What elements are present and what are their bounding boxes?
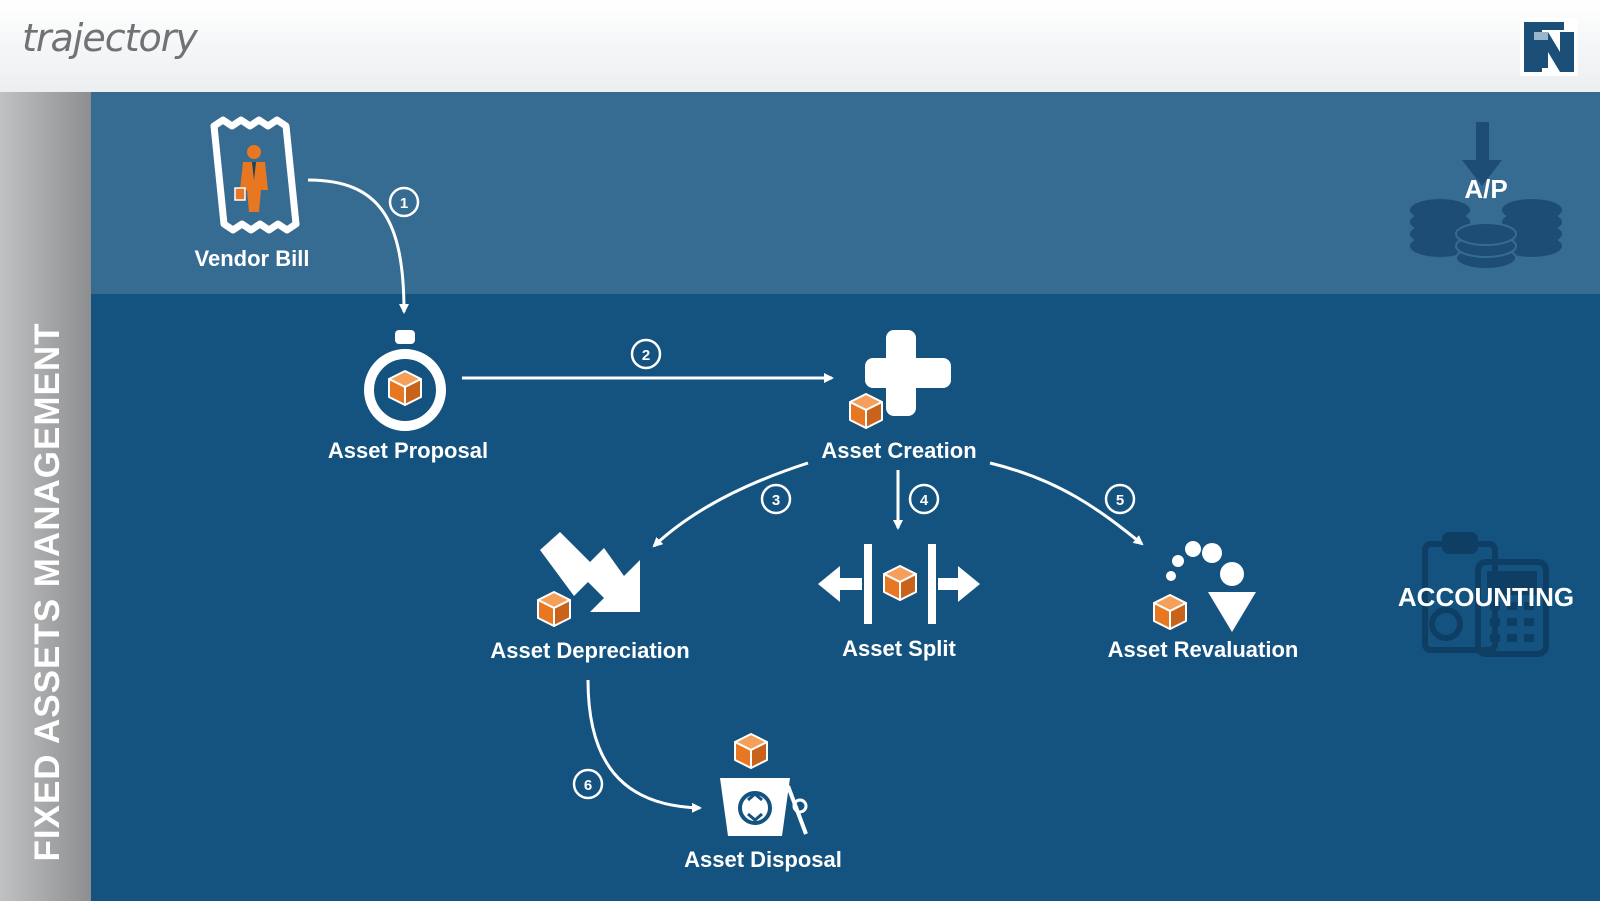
section-label-accounting: ACCOUNTING <box>1397 582 1575 612</box>
box-icon <box>883 565 917 601</box>
node-label-asset-proposal: Asset Proposal <box>327 438 489 463</box>
plus-icon <box>865 330 951 416</box>
connector-5 <box>989 461 1144 546</box>
clipboard-calculator-icon <box>1422 532 1549 657</box>
step-number-2: 2 <box>642 347 650 364</box>
depreciation-arrow-icon <box>540 532 640 612</box>
node-label-asset-creation: Asset Creation <box>821 438 977 463</box>
coins-stack-icon <box>1410 122 1562 270</box>
step-number-6: 6 <box>584 777 592 794</box>
accounting-section-band <box>91 294 1600 901</box>
ap-section-band <box>91 92 1600 294</box>
sidebar: FIXED ASSETS MANAGEMENT <box>0 92 91 901</box>
connector-3 <box>652 461 809 548</box>
box-icon <box>849 393 883 429</box>
step-number-4: 4 <box>920 492 929 509</box>
netsuite-logo-icon <box>1520 18 1578 76</box>
proposal-stopwatch-icon <box>364 330 446 431</box>
recycle-bin-icon <box>720 778 808 836</box>
box-icon <box>1153 594 1187 630</box>
header-bar: trajectory <box>0 0 1600 92</box>
box-icon <box>537 591 571 627</box>
node-label-asset-revaluation: Asset Revaluation <box>1107 637 1299 662</box>
vendor-bill-icon <box>210 116 300 234</box>
trajectory-logo: trajectory <box>22 16 198 60</box>
revaluation-dots-icon <box>1166 541 1256 632</box>
section-label-ap: A/P <box>1464 174 1508 204</box>
node-label-asset-disposal: Asset Disposal <box>684 847 842 872</box>
step-number-1: 1 <box>400 195 408 212</box>
box-icon <box>734 733 768 769</box>
connector-1 <box>307 178 409 314</box>
step-number-3: 3 <box>772 492 780 509</box>
step-number-5: 5 <box>1116 492 1124 509</box>
node-label-asset-depreciation: Asset Depreciation <box>490 638 690 663</box>
node-label-vendor-bill: Vendor Bill <box>194 246 310 271</box>
split-arrows-icon <box>818 544 980 624</box>
connectors <box>307 178 1144 813</box>
connector-6 <box>586 679 702 813</box>
step-numbers <box>388 186 1136 800</box>
node-label-asset-split: Asset Split <box>842 636 956 661</box>
